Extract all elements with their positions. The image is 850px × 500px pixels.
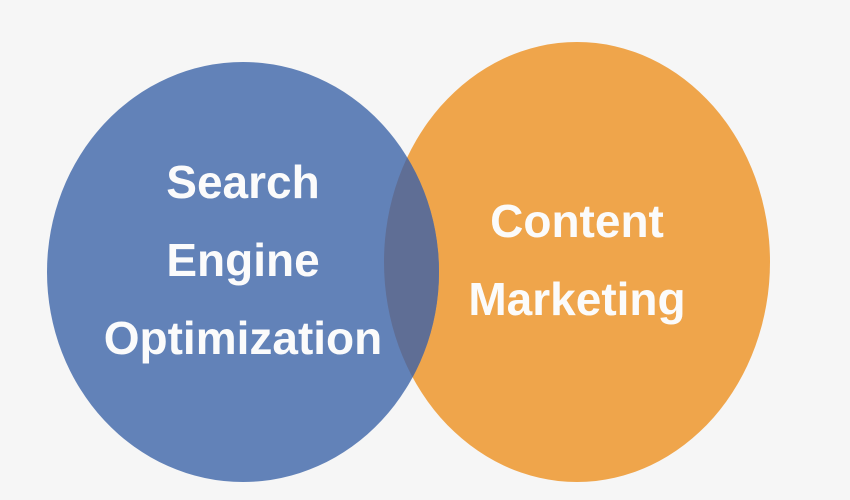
content-marketing-label-line-2: Marketing [468,273,685,325]
content-marketing-label-line-1: Content [490,195,664,247]
content-marketing-circle [384,42,770,482]
seo-label-line-3: Optimization [104,312,383,364]
seo-circle [47,62,439,482]
seo-label-line-2: Engine [166,234,319,286]
seo-label-line-1: Search [166,156,319,208]
